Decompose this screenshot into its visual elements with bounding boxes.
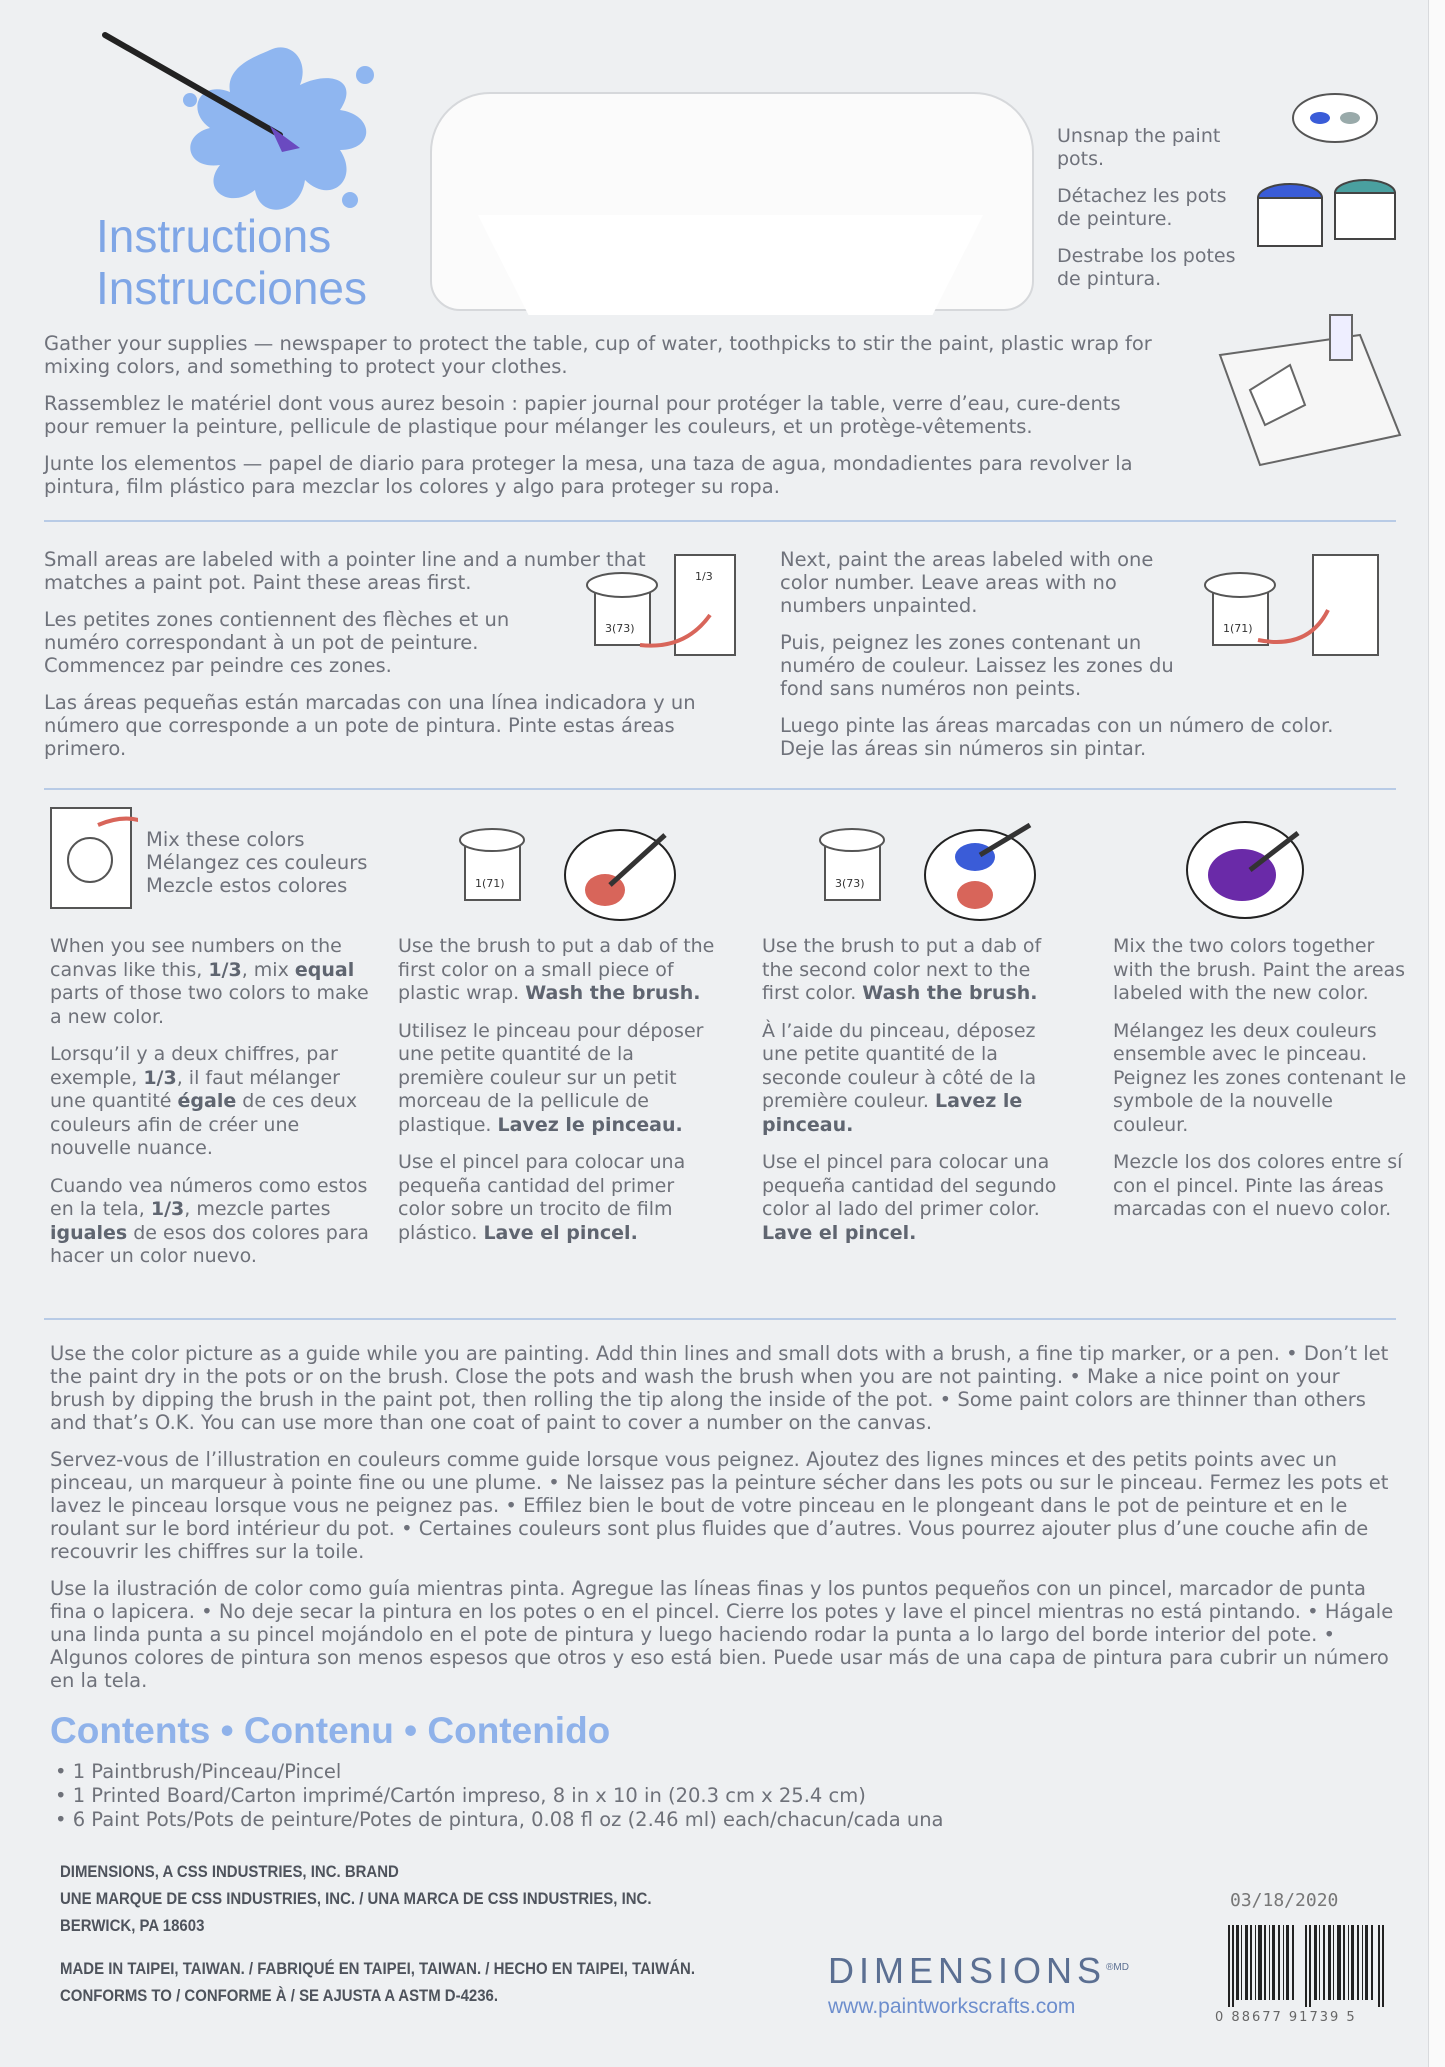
corp-line: CONFORMS TO / CONFORME À / SE AJUSTA A A… (60, 1986, 499, 2005)
mix-col-2-es: Use el pincel para colocar una pequeña c… (398, 1151, 686, 1244)
title-es: Instrucciones (96, 262, 368, 314)
mix-es: Mezcle estos colores (146, 874, 348, 897)
mix-col-1: When you see numbers on the canvas like … (50, 935, 370, 1283)
tips-en: Use the color picture as a guide while y… (50, 1342, 1389, 1434)
unsnap-en: Unsnap the paint pots. (1057, 125, 1221, 170)
mix-col-1-fr: Lorsqu’il y a deux chiffres, par exemple… (50, 1043, 358, 1159)
barcode-icon (1228, 1925, 1384, 2007)
contents-item: 1 Printed Board/Carton imprimé/Cartón im… (55, 1784, 944, 1808)
corp-line: UNE MARQUE DE CSS INDUSTRIES, INC. / UNA… (60, 1889, 652, 1908)
mix-col-4-en: Mix the two colors together with the bru… (1113, 935, 1406, 1004)
pot-pointer-icon: 3(73) 1/3 (586, 554, 736, 656)
mix-col-3-es: Use el pincel para colocar una pequeña c… (762, 1151, 1057, 1244)
hang-tab-cutout (478, 215, 983, 315)
supplies-fr: Rassemblez le matériel dont vous aurez b… (44, 392, 1121, 438)
website-url: www.paintworkscrafts.com (828, 1995, 1076, 2018)
unsnap-fr: Détachez les pots de peinture. (1057, 185, 1227, 230)
mix-col-1-es: Cuando vea números como estos en la tela… (50, 1174, 369, 1268)
divider-2 (44, 788, 1396, 790)
supplies-en: Gather your supplies — newspaper to prot… (44, 332, 1152, 378)
contents-title: Contents • Contenu • Contenido (50, 1710, 611, 1751)
supplies-text: Gather your supplies — newspaper to prot… (44, 332, 1164, 512)
mix-colors-text: Mix these colors Mélangez ces couleurs M… (146, 828, 406, 897)
tips-text: Use the color picture as a guide while y… (50, 1342, 1395, 1706)
contents-item: 1 Paintbrush/Pinceau/Pincel (55, 1760, 944, 1784)
supplies-illustration-icon (1218, 314, 1402, 467)
mix-col-4-es: Mezcle los dos colores entre sí con el p… (1113, 1151, 1403, 1220)
unsnap-es: Destrabe los potes de pintura. (1057, 245, 1236, 290)
small-es: Las áreas pequeñas están marcadas con un… (44, 691, 696, 760)
corporate-origin: MADE IN TAIPEI, TAIWAN. / FABRIQUÉ EN TA… (60, 1955, 695, 2009)
canvas-frac-icon (50, 807, 138, 909)
mix-col-2: Use the brush to put a dab of the first … (398, 935, 718, 1259)
pot-label-small: 3(73) (605, 622, 635, 635)
card-edge (1428, 0, 1445, 2067)
dimensions-logo: DIMENSIONS®MD (828, 1950, 1129, 1992)
paint-splash-icon (102, 32, 374, 210)
title-en: Instructions (96, 210, 332, 262)
next-fr: Puis, peignez les zones contenant un num… (780, 631, 1174, 700)
mix-col-4-fr: Mélangez les deux couleurs ensemble avec… (1113, 1019, 1407, 1136)
mixed-color-icon (1186, 821, 1304, 919)
pot-next-icon: 1(71) (1204, 554, 1379, 656)
tips-es: Use la ilustración de color como guía mi… (50, 1577, 1394, 1692)
instructions-title: Instructions Instrucciones (96, 210, 367, 314)
next-areas-text: Next, paint the areas labeled with one c… (780, 548, 1340, 774)
mix-col-2-fr: Utilisez le pinceau pour déposer une pet… (398, 1019, 704, 1136)
pot-label-second: 3(73) (835, 877, 865, 890)
logo-mark: ®MD (1106, 1962, 1129, 1973)
mix-fr: Mélangez ces couleurs (146, 851, 368, 874)
contents-list: 1 Paintbrush/Pinceau/Pincel 1 Printed Bo… (55, 1760, 944, 1832)
divider-1 (44, 520, 1396, 522)
corporate-address: DIMENSIONS, A CSS INDUSTRIES, INC. BRAND… (60, 1858, 652, 1939)
pot-label-next: 1(71) (1223, 622, 1253, 635)
barcode-number: 0 88677 91739 5 (1215, 2010, 1357, 2025)
mix-col-3: Use the brush to put a dab of the second… (762, 935, 1072, 1259)
small-areas-text: Small areas are labeled with a pointer l… (44, 548, 724, 774)
mix-col-1-en: When you see numbers on the canvas like … (50, 935, 369, 1028)
mix-col-4: Mix the two colors together with the bru… (1113, 935, 1413, 1236)
tips-fr: Servez-vous de l’illustration en couleur… (50, 1448, 1389, 1563)
logo-text: DIMENSIONS (828, 1950, 1107, 1991)
divider-3 (44, 1318, 1396, 1320)
second-dab-icon: 3(73) (819, 822, 1036, 921)
paint-pots-icon (1257, 93, 1396, 247)
unsnap-text: Unsnap the paint pots. Détachez les pots… (1057, 125, 1247, 305)
next-es: Luego pinte las áreas marcadas con un nú… (780, 714, 1334, 760)
pot-label-first: 1(71) (475, 877, 505, 890)
contents-item: 6 Paint Pots/Pots de peinture/Potes de p… (55, 1808, 944, 1832)
small-fr: Les petites zones contiennent des flèche… (44, 608, 510, 677)
mix-en: Mix these colors (146, 828, 305, 851)
corp-line: DIMENSIONS, A CSS INDUSTRIES, INC. BRAND (60, 1862, 399, 1881)
mix-col-3-en: Use the brush to put a dab of the second… (762, 935, 1042, 1004)
corp-line: MADE IN TAIPEI, TAIWAN. / FABRIQUÉ EN TA… (60, 1959, 695, 1978)
small-en: Small areas are labeled with a pointer l… (44, 548, 646, 594)
frac-label-small: 1/3 (695, 570, 713, 583)
mix-col-2-en: Use the brush to put a dab of the first … (398, 935, 715, 1004)
supplies-es: Junte los elementos — papel de diario pa… (44, 452, 1133, 498)
corp-line: BERWICK, PA 18603 (60, 1916, 205, 1935)
date-stamp: 03/18/2020 (1230, 1890, 1339, 1911)
mix-col-3-fr: À l’aide du pinceau, déposez une petite … (762, 1019, 1037, 1136)
next-en: Next, paint the areas labeled with one c… (780, 548, 1154, 617)
first-dab-icon: 1(71) (459, 828, 676, 921)
